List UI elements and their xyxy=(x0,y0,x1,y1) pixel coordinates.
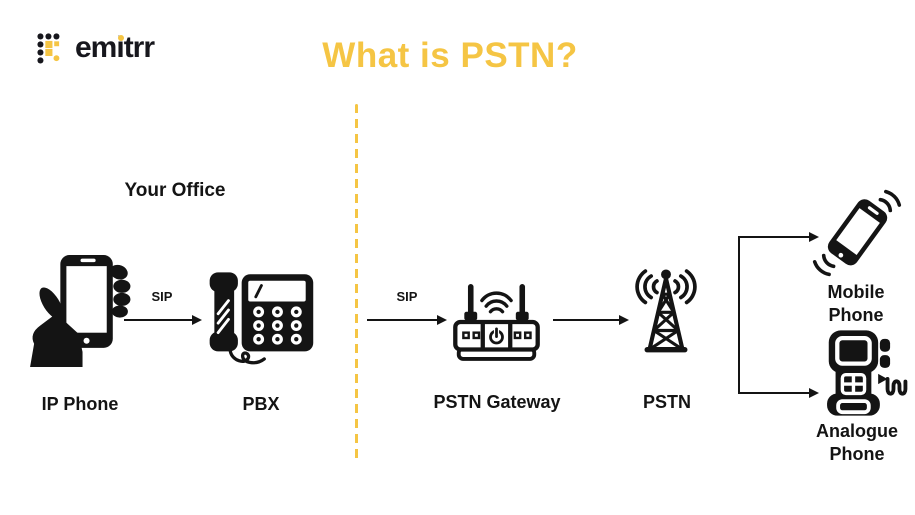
analogue-phone-label: Analogue Phone xyxy=(815,421,898,465)
pstn-tower-icon xyxy=(635,269,697,353)
emitrr-logo: emitrr xyxy=(36,31,155,65)
pstn-gateway-router-icon xyxy=(453,284,540,361)
pstn-label: PSTN xyxy=(642,392,691,412)
arrow-to-gateway xyxy=(367,315,447,325)
analogue-phone-icon xyxy=(827,330,908,416)
page-title: What is PSTN? xyxy=(322,36,578,75)
divider-dashed-line xyxy=(355,104,358,464)
sip-label-right: SIP xyxy=(396,289,418,304)
arrow-ip-to-pbx xyxy=(124,315,202,325)
branch-connector-line xyxy=(738,236,740,394)
pbx-phone-icon xyxy=(209,272,314,365)
pstn-gateway-label: PSTN Gateway xyxy=(433,392,561,412)
emitrr-logo-dots-icon xyxy=(37,33,60,64)
office-section-label: Your Office xyxy=(124,180,226,201)
arrow-gateway-to-pstn xyxy=(553,315,629,325)
ip-phone-icon xyxy=(30,255,131,367)
pbx-label: PBX xyxy=(242,394,280,414)
arrow-to-analogue-phone xyxy=(738,388,819,398)
sip-label-left: SIP xyxy=(151,289,173,304)
ip-phone-label: IP Phone xyxy=(41,394,119,414)
logo-wordmark: emitrr xyxy=(75,31,155,64)
logo-i-dot xyxy=(118,34,124,41)
mobile-phone-icon xyxy=(812,189,902,277)
mobile-phone-label: Mobile Phone xyxy=(827,282,885,326)
arrow-to-mobile-phone xyxy=(738,232,819,242)
logo-wordmark-text: emitrr xyxy=(75,31,155,64)
